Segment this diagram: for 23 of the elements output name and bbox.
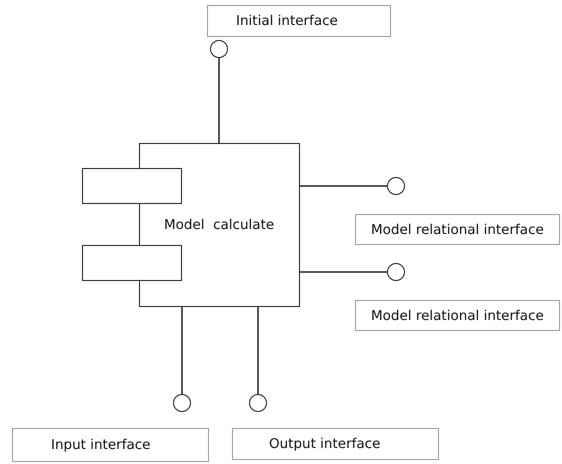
port-box <box>82 245 182 281</box>
node-label: Model relational interface <box>371 222 544 238</box>
node-label: Initial interface <box>236 13 338 29</box>
node-label: Output interface <box>269 436 380 452</box>
interface-box <box>355 300 560 331</box>
connector-line <box>300 185 387 187</box>
interface-circle <box>387 177 405 195</box>
interface-circle <box>173 394 191 412</box>
node-label: Input interface <box>51 437 150 453</box>
interface-box <box>12 428 209 462</box>
connector-line <box>257 307 259 394</box>
connector-line <box>218 58 220 143</box>
node-label: Model relational interface <box>371 308 544 324</box>
interface-circle <box>387 263 405 281</box>
interface-circle <box>210 40 228 58</box>
interface-box <box>207 5 391 37</box>
connector-line <box>300 271 387 273</box>
interface-circle <box>249 394 267 412</box>
interface-box <box>355 214 560 245</box>
connector-line <box>181 307 183 394</box>
port-box <box>82 168 182 204</box>
node-label: Model calculate <box>164 217 274 233</box>
interface-box <box>232 428 439 460</box>
